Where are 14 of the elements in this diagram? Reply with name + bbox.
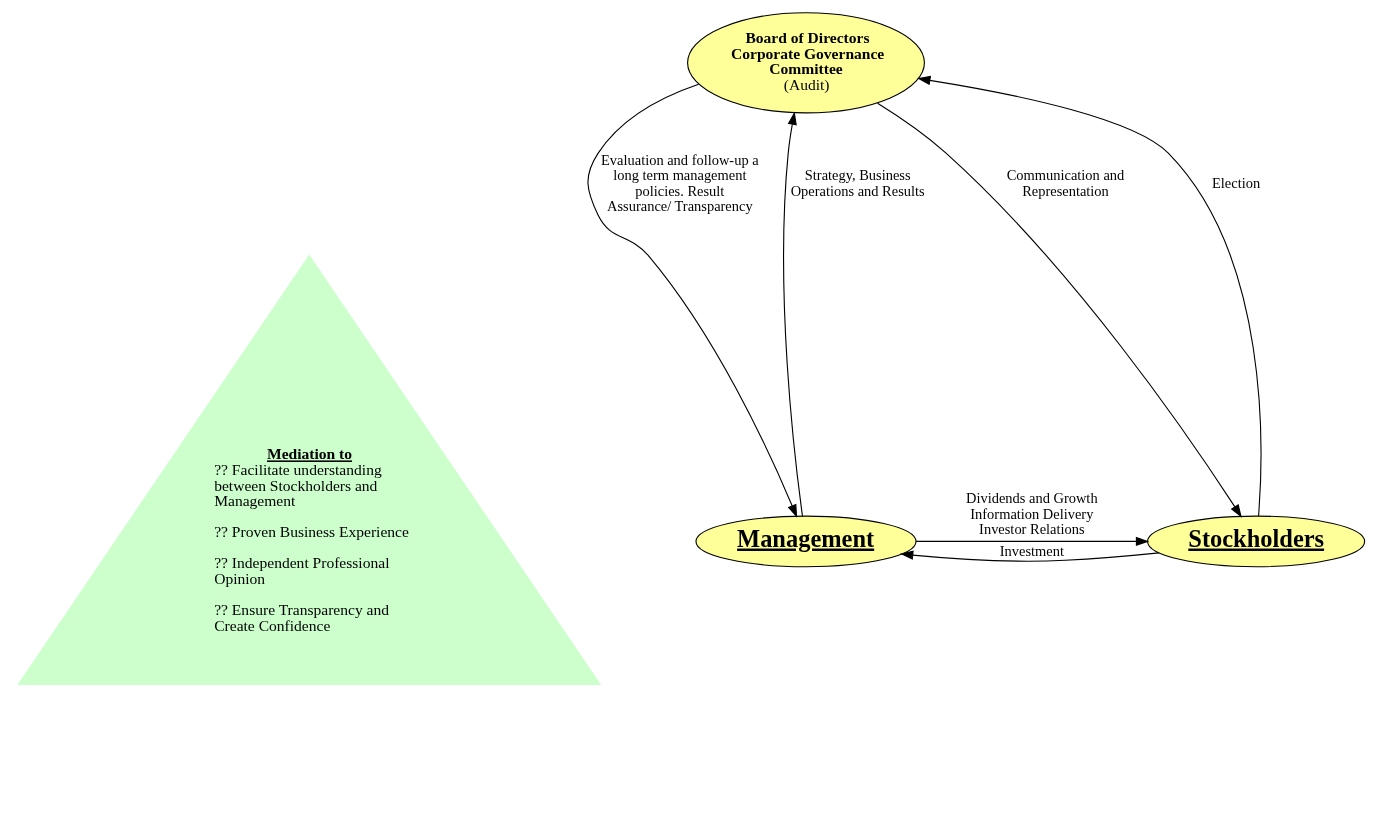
edge-label: Investment [999, 543, 1064, 560]
edge-label: Strategy, Business Operations and Results [790, 167, 925, 199]
edge-label: Election [1212, 175, 1261, 192]
arrow [783, 111, 804, 517]
arrow [877, 102, 1242, 518]
node-ellipse: Stockholders [1147, 515, 1366, 568]
arrow [587, 83, 798, 518]
node-ellipse: Board of Directors Corporate Governance Committee (Audit) [687, 12, 925, 114]
edge-label: Dividends and Growth Information Delivery Investor Relations [966, 489, 1098, 538]
edge-label: Communication and Representation [1006, 167, 1125, 199]
arrow [899, 550, 1160, 562]
arrow [915, 536, 1150, 547]
edge-label: Evaluation and follow-up a long term management policies. Result Assurance/ Transparency [601, 151, 759, 215]
arrow [917, 75, 1262, 517]
